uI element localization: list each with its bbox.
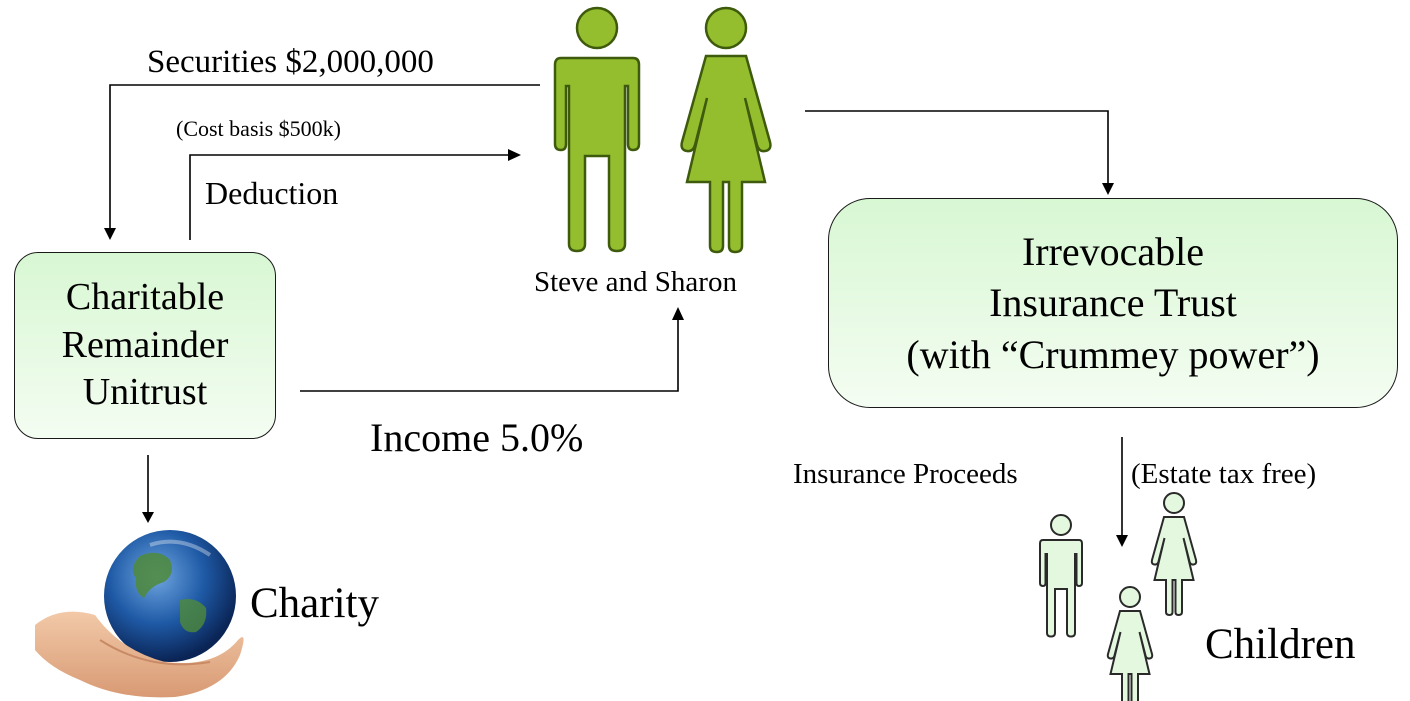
arrowhead — [1102, 183, 1114, 195]
deduction-arrow — [189, 154, 508, 240]
crut-box-label: Charitable Remainder Unitrust — [61, 276, 229, 414]
arrowhead — [508, 149, 521, 161]
charity-label: Charity — [250, 580, 379, 627]
premium-arrow — [805, 110, 1109, 183]
estate-tax-free-label: (Estate tax free) — [1131, 458, 1317, 490]
steve-sharon-label: Steve and Sharon — [534, 266, 737, 298]
securities-arrow — [109, 84, 540, 228]
cost-basis-label: (Cost basis $500k) — [176, 116, 341, 141]
ilit-box-label: Irrevocable Insurance Trust (with “Crumm… — [906, 229, 1320, 377]
arrowhead — [672, 307, 684, 320]
charitable-remainder-unitrust-box: Charitable Remainder Unitrust — [14, 252, 276, 439]
arrowhead — [1116, 535, 1128, 547]
insurance-proceeds-label: Insurance Proceeds — [793, 458, 1018, 490]
income-label: Income 5.0% — [370, 415, 584, 460]
children-label: Children — [1205, 621, 1356, 668]
securities-label: Securities $2,000,000 — [147, 44, 434, 80]
deduction-label: Deduction — [205, 175, 339, 211]
globe-in-hand-icon — [35, 530, 244, 698]
arrowhead — [142, 512, 154, 523]
arrowhead — [104, 228, 116, 240]
income-arrow — [300, 320, 679, 392]
irrevocable-insurance-trust-box: Irrevocable Insurance Trust (with “Crumm… — [828, 198, 1398, 408]
